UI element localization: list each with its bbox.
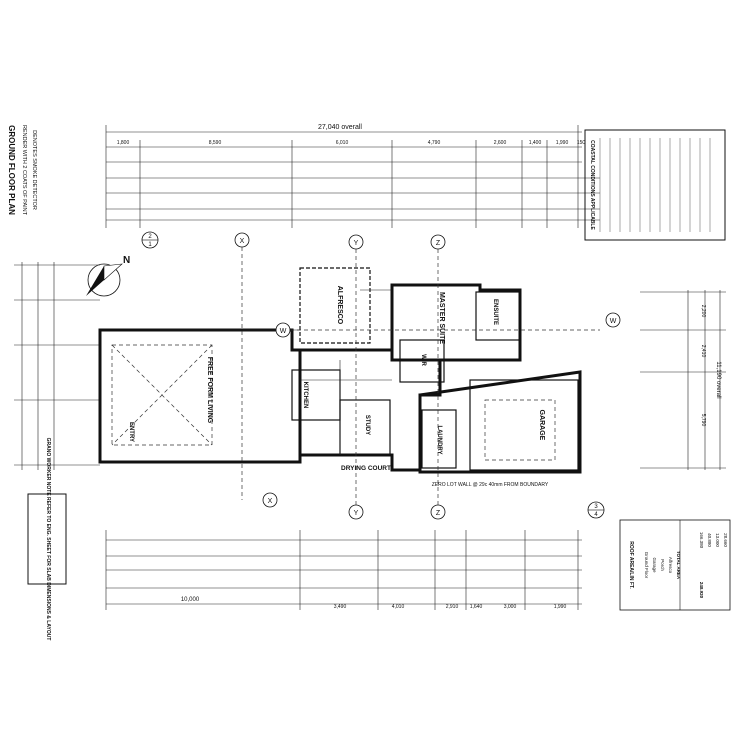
- right-overall-dim: 11,190 overall: [715, 361, 721, 398]
- area-row-4: Alfresco: [668, 557, 673, 574]
- grid-w-right: W: [605, 312, 621, 328]
- coastal-conditions-note: COASTAL CONDITIONS APPLICABLE: [589, 140, 595, 230]
- svg-text:Z: Z: [436, 240, 441, 247]
- svg-text:Y: Y: [354, 240, 359, 247]
- room-master-suite: MASTER SUITE: [438, 292, 445, 344]
- bottom-row-dims: 3,490 4,010 2,910 1,640 3,000 1,990: [334, 604, 567, 610]
- grid-z-top: Z: [430, 234, 446, 512]
- zero-lot-wall-note: ZERO LOT WALL @ 29c 40mm FROM BOUNDARY: [432, 482, 549, 488]
- right-dimension-lines: 11,190 overall 2,200 2,410 5,790: [640, 290, 726, 470]
- section-3: 3: [594, 504, 598, 510]
- dim-bottom-4: 1,640: [470, 604, 483, 610]
- room-kitchen: KITCHEN: [302, 382, 308, 409]
- area-row-2: Garage: [652, 557, 657, 573]
- dim-right-1: 2,200: [700, 305, 706, 318]
- svg-text:W: W: [610, 318, 617, 325]
- area-schedule: ROOF AREA/LIN FT. Ground Floor Garage Po…: [619, 519, 731, 611]
- room-ensuite: ENSUITE: [492, 299, 498, 325]
- room-alfresco: ALFRESCO: [336, 286, 343, 325]
- dim-top-8: 150: [577, 140, 586, 146]
- grid-y-top: Y: [348, 234, 364, 512]
- grano-worker-note: GRANO WORKER NOTE REFER TO ENG. SHEET FO…: [45, 438, 51, 641]
- smoke-detector-legend: DENOTES SMOKE DETECTOR: [31, 130, 37, 210]
- north-arrow-icon: N: [86, 255, 130, 297]
- room-laundry: LAUNDRY: [436, 425, 442, 454]
- dim-bottom-2: 4,010: [392, 604, 405, 610]
- dim-bottom-6: 1,990: [554, 604, 567, 610]
- dim-top-7: 1,990: [556, 140, 569, 146]
- grid-x-bottom: X: [262, 492, 278, 508]
- grid-y-bottom: Y: [348, 504, 364, 520]
- north-label: N: [123, 255, 130, 266]
- section-2: 2: [148, 234, 152, 240]
- svg-text:Z: Z: [436, 510, 441, 517]
- area-val-5: 248.920: [699, 582, 704, 599]
- svg-text:W: W: [280, 328, 287, 335]
- grid-z-bottom: Z: [430, 504, 446, 520]
- coastal-notes-box: COASTAL CONDITIONS APPLICABLE: [584, 129, 726, 241]
- area-row-3: Porch: [660, 559, 665, 571]
- svg-text:X: X: [240, 238, 245, 245]
- svg-text:X: X: [268, 498, 273, 505]
- room-entry: ENTRY: [128, 422, 134, 442]
- dim-top-1: 1,800: [117, 140, 130, 146]
- area-val-2: 40.880: [707, 533, 712, 547]
- dim-top-6: 1,400: [529, 140, 542, 146]
- left-notes: GROUND FLOOR PLAN RENDER WITH 2 COATS OF…: [7, 125, 67, 641]
- section-markers: 2 1 3 4: [141, 231, 605, 519]
- dim-top-2: 8,590: [209, 140, 222, 146]
- dim-top-4: 4,790: [428, 140, 441, 146]
- top-dimension-lines: 27,040 overall 1,800 8,590 6,010 4,790 2…: [105, 124, 600, 228]
- top-row-dims: 1,800 8,590 6,010 4,790 2,600 1,400 1,99…: [117, 140, 586, 146]
- room-drying-court: DRYING COURT: [341, 465, 391, 472]
- dim-bottom-5: 3,000: [504, 604, 517, 610]
- area-val-4: 28.660: [723, 533, 728, 547]
- room-free-form-living: FREE FORM LIVING: [206, 357, 213, 424]
- bottom-overall-dim: 10,000: [181, 597, 200, 603]
- dim-bottom-3: 2,910: [446, 604, 459, 610]
- svg-text:Y: Y: [354, 510, 359, 517]
- room-labels: ALFRESCO MASTER SUITE ENSUITE WIR FREE F…: [128, 286, 545, 472]
- area-row-1: Ground Floor: [644, 552, 649, 579]
- area-row-5: TOTAL AREA: [676, 551, 681, 580]
- area-schedule-title: ROOF AREA/LIN FT.: [628, 541, 634, 589]
- room-study: STUDY: [364, 415, 370, 435]
- area-val-3: 13.000: [715, 533, 720, 547]
- top-overall-dim: 27,040 overall: [318, 124, 362, 131]
- render-note: RENDER WITH 2 COATS OF PAINT: [21, 125, 27, 216]
- area-val-1: 166.380: [699, 532, 704, 549]
- grid-markers: X Y Z X Y Z W W: [234, 232, 621, 520]
- grid-x-top: X: [234, 232, 250, 500]
- room-garage: GARAGE: [538, 410, 545, 441]
- dim-top-5: 2,600: [494, 140, 507, 146]
- room-wir: WIR: [420, 354, 426, 366]
- section-1: 1: [148, 242, 152, 248]
- dim-bottom-1: 3,490: [334, 604, 347, 610]
- dim-top-3: 6,010: [336, 140, 349, 146]
- ground-floor-plan-title: GROUND FLOOR PLAN: [7, 125, 16, 215]
- section-4: 4: [594, 512, 598, 518]
- left-dimension-lines: [14, 262, 100, 470]
- dim-right-3: 5,790: [700, 414, 706, 427]
- dim-right-2: 2,410: [700, 345, 706, 358]
- bottom-dimension-lines: 10,000 3,490 4,010 2,910 1,640 3,000 1,9…: [105, 530, 582, 610]
- grid-w-left: W: [275, 322, 600, 338]
